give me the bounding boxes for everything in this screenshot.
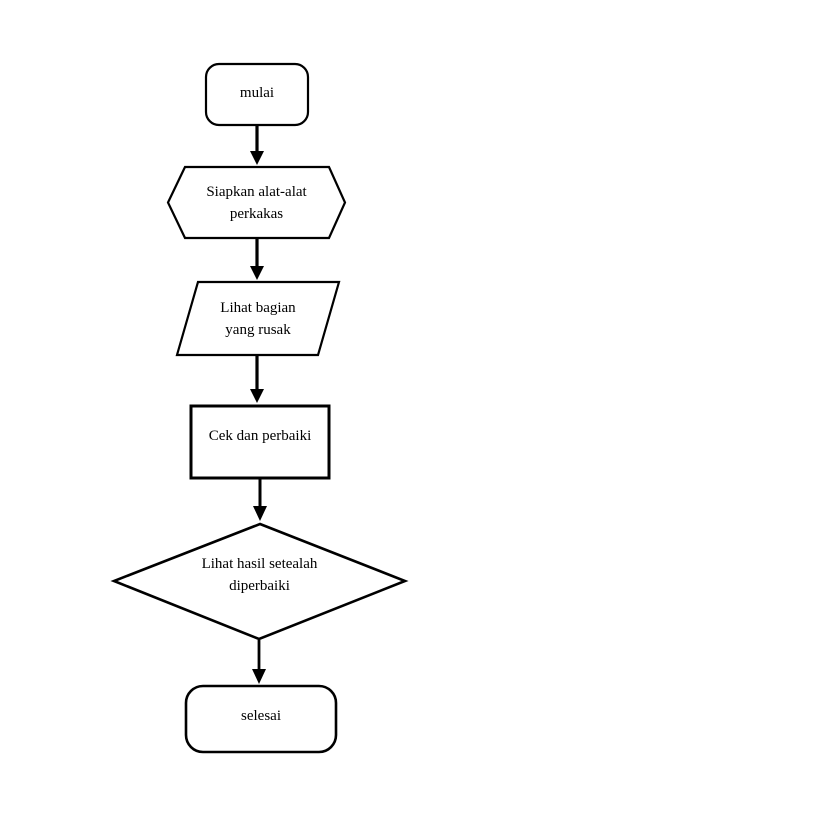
arrowhead-process-to-decision	[253, 506, 267, 521]
decision-label-line-2: diperbaiki	[229, 578, 290, 594]
process-rectangle-label: Cek dan perbaiki	[191, 400, 329, 472]
preparation-label-line-1: Siapkan alat-alat	[206, 183, 307, 200]
end-terminator-shape	[184, 684, 338, 754]
arrowhead-start-to-preparation	[250, 151, 264, 165]
process-label-line: Cek dan perbaiki	[208, 428, 312, 444]
arrowhead-decision-to-end	[252, 669, 266, 684]
preparation-label-line-2: perkakas	[229, 205, 284, 222]
start-label-line: mulai	[239, 84, 275, 101]
start-terminator-label: mulai	[206, 62, 308, 123]
process-rectangle-shape	[189, 404, 331, 480]
end-terminator-label: selesai	[186, 683, 336, 749]
arrowhead-data-to-process	[250, 389, 264, 403]
decision-diamond-shape	[110, 522, 409, 641]
end-label-line: selesai	[241, 708, 281, 724]
decision-diamond-label: Lihat hasil setealah diperbaiki	[114, 517, 405, 633]
data-label-line-2: yang rusak	[225, 321, 291, 338]
preparation-hexagon-shape	[166, 165, 347, 240]
start-terminator-shape	[204, 62, 310, 127]
decision-label-line-1: Lihat hasil setealah	[201, 556, 318, 572]
arrowhead-preparation-to-data	[250, 266, 264, 280]
preparation-label: Siapkan alat-alat perkakas	[168, 167, 345, 238]
data-label-line-1: Lihat bagian	[220, 299, 296, 316]
data-parallelogram-label: Lihat bagian yang rusak	[177, 282, 339, 355]
data-parallelogram-shape	[175, 280, 341, 357]
